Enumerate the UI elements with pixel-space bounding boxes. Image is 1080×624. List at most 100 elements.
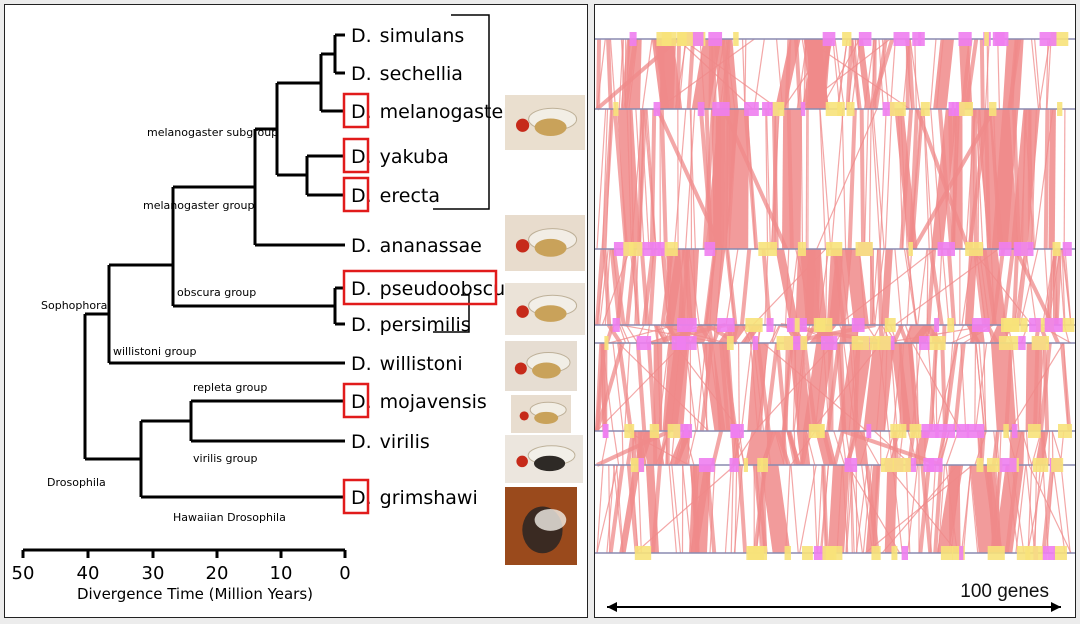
species-label: D.ananassae (351, 235, 482, 257)
synteny-block (1025, 343, 1043, 431)
synteny-link (1042, 248, 1056, 326)
gene-block (956, 424, 970, 438)
synteny-link (847, 108, 857, 250)
synteny-link (739, 248, 752, 326)
gene-block (664, 242, 678, 256)
synteny-block (815, 431, 837, 465)
gene-block (815, 318, 833, 332)
gene-block (987, 546, 1005, 560)
synteny-link (1019, 248, 1039, 326)
gene-block (909, 424, 922, 438)
synteny-link (772, 324, 781, 344)
gene-block (1062, 242, 1072, 256)
gene-block (891, 546, 898, 560)
synteny-block (664, 249, 685, 325)
synteny-block (863, 343, 895, 431)
synteny-link (640, 108, 650, 250)
gene-block (1032, 458, 1049, 472)
synteny-link (737, 342, 740, 432)
synteny-link (637, 464, 642, 554)
synteny-link (765, 108, 771, 250)
gene-block (766, 318, 774, 332)
synteny-link (639, 108, 648, 250)
synteny-link (611, 248, 626, 326)
group-label-melanogaster-group: melanogaster group (143, 199, 255, 212)
gene-block (772, 102, 785, 116)
synteny-link (601, 248, 631, 326)
gene-block (1042, 546, 1048, 560)
gene-block (921, 424, 939, 438)
gene-block (976, 458, 984, 472)
synteny-link (724, 464, 732, 554)
synteny-block (952, 109, 963, 249)
synteny-block (744, 431, 773, 465)
gene-block (792, 318, 800, 332)
gene-block (998, 242, 1012, 256)
synteny-link (849, 464, 853, 554)
synteny-block (651, 39, 683, 109)
tick-label: 20 (206, 563, 229, 584)
gene-block (808, 424, 825, 438)
synteny-block (964, 249, 978, 325)
gene-block (1051, 458, 1064, 472)
group-label-obscura-group: obscura group (177, 286, 256, 299)
synteny-link (859, 108, 866, 250)
gene-block (984, 32, 989, 46)
synteny-block (880, 249, 893, 325)
synteny-link (1043, 108, 1050, 250)
synteny-panel: 100 genes (594, 4, 1076, 618)
gene-block (966, 424, 985, 438)
species-label: D.willistoni (351, 353, 463, 375)
synteny-link (972, 108, 978, 250)
synteny-link (940, 342, 948, 432)
synteny-block (975, 249, 1007, 325)
tick-label: 50 (12, 563, 35, 584)
synteny-block (838, 343, 873, 431)
species-willistoni: D.willistoni (351, 353, 463, 375)
gene-block (1057, 102, 1063, 116)
gene-block (604, 336, 609, 350)
synteny-link (1015, 464, 1027, 554)
gene-block (712, 102, 730, 116)
synteny-link (595, 342, 607, 432)
synteny-link (952, 342, 966, 432)
gene-block (623, 242, 634, 256)
genome-tracks (595, 32, 1075, 560)
gene-block (776, 336, 794, 350)
synteny-link (596, 108, 607, 250)
synteny-link (830, 108, 844, 250)
group-label-virilis-group: virilis group (193, 452, 257, 465)
gene-block (800, 336, 808, 350)
synteny-link (1015, 248, 1029, 326)
synteny-link (595, 342, 625, 432)
species-label: D.virilis (351, 431, 430, 453)
synteny-link (790, 464, 799, 554)
synteny-link (649, 108, 657, 250)
synteny-link (1025, 430, 1030, 466)
synteny-link (725, 248, 738, 326)
gene-block (1013, 242, 1034, 256)
gene-block (965, 242, 984, 256)
gene-block (628, 242, 643, 256)
synteny-link (879, 108, 887, 250)
species-label: D.persimilis (351, 314, 471, 336)
synteny-link (909, 38, 921, 110)
synteny-block (641, 431, 665, 465)
gene-block (1061, 318, 1075, 332)
highlight-box (342, 382, 370, 419)
synteny-block (894, 109, 918, 249)
synteny-link (668, 464, 678, 554)
synteny-link (608, 464, 625, 554)
species-melanogaster: D.melanogaster (342, 92, 511, 129)
clade-brackets (433, 14, 490, 333)
species-persimilis: D.persimilis (351, 314, 471, 336)
gene-block (844, 458, 858, 472)
synteny-link (986, 38, 989, 110)
synteny-link (1060, 464, 1071, 554)
synteny-block (802, 343, 834, 431)
synteny-block (713, 39, 739, 109)
gene-block (866, 424, 872, 438)
gene-block (920, 102, 930, 116)
phylogenetic-tree: D.simulansD.sechelliaD.melanogasterD.yak… (12, 14, 585, 603)
synteny-link (1001, 248, 1015, 326)
